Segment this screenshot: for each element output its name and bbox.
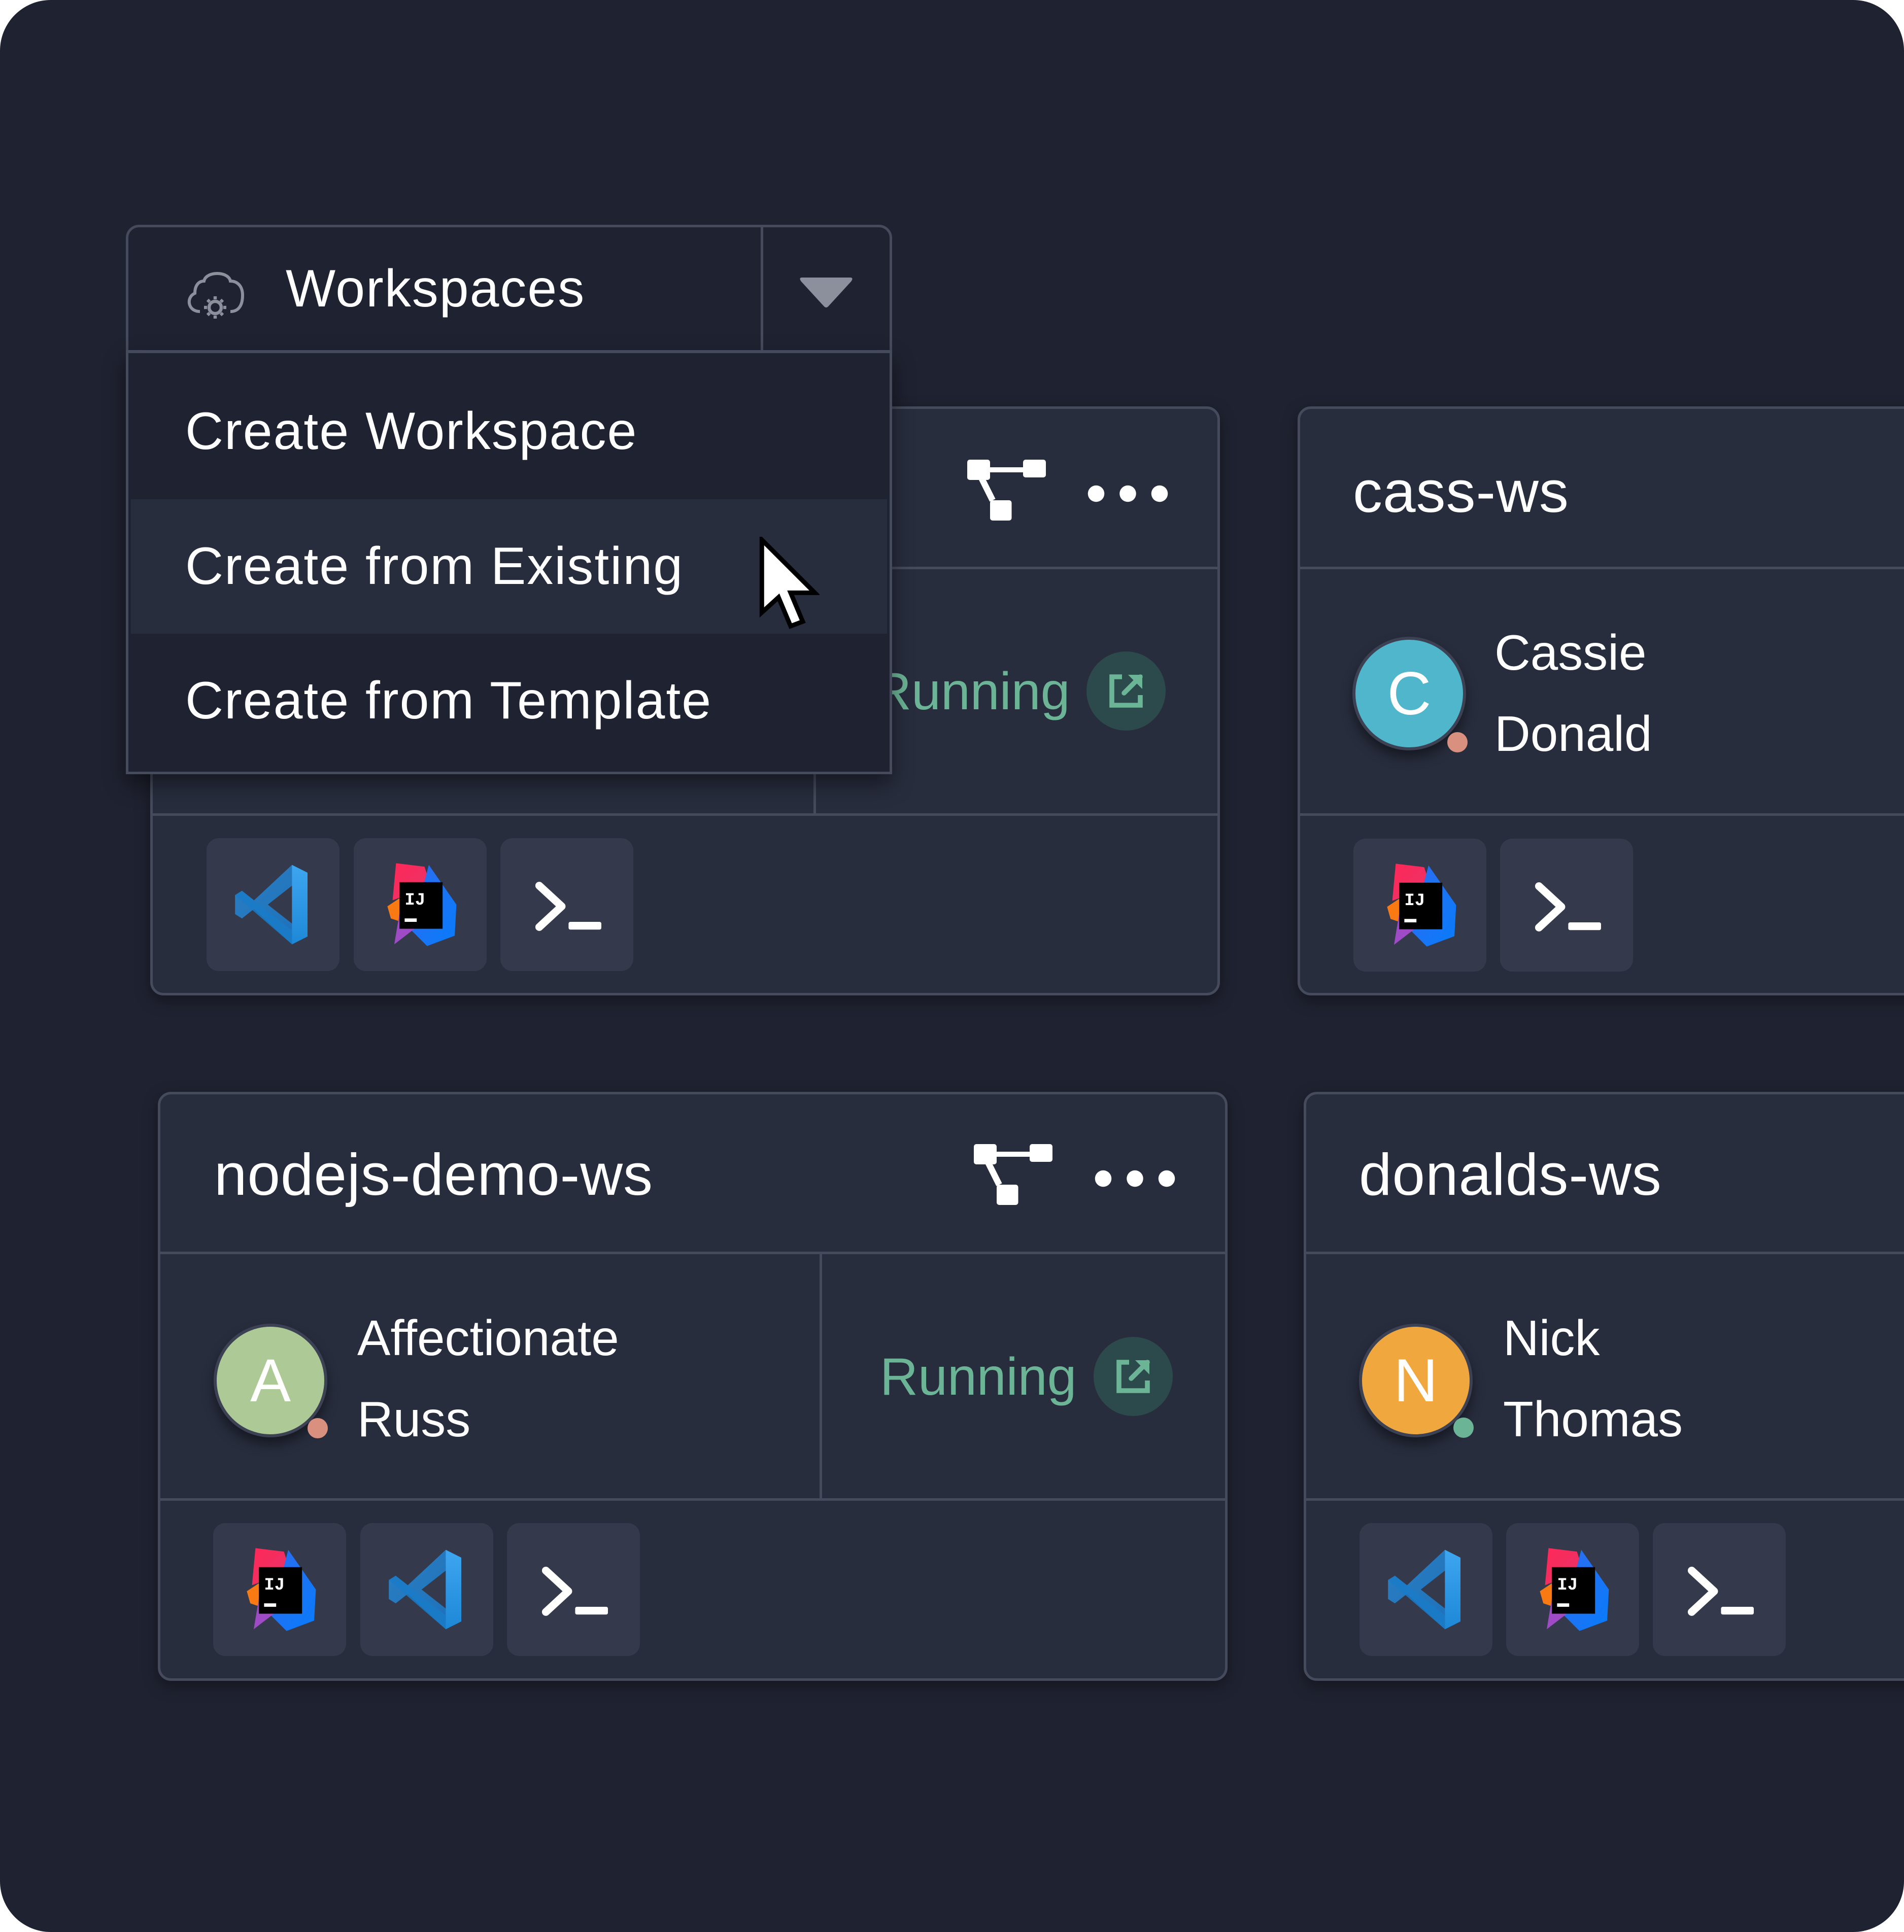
- tool-terminal[interactable]: [1653, 1523, 1786, 1656]
- external-link-icon: [1102, 667, 1150, 715]
- more-options-icon[interactable]: [1086, 484, 1170, 504]
- tool-vscode[interactable]: [1359, 1523, 1492, 1656]
- tool-vscode[interactable]: [207, 838, 339, 971]
- intellij-icon: [377, 861, 463, 948]
- card-divider: [1300, 813, 1904, 816]
- presence-dot: [308, 1418, 328, 1438]
- avatar: C: [1352, 637, 1466, 750]
- open-workspace-button[interactable]: [1086, 651, 1166, 731]
- more-options-icon[interactable]: [1093, 1168, 1177, 1189]
- workspace-title: nodejs-demo-ws: [214, 1142, 654, 1208]
- tool-terminal[interactable]: [507, 1523, 640, 1656]
- card-divider: [160, 1498, 1225, 1501]
- tool-vscode[interactable]: [360, 1523, 493, 1656]
- intellij-icon: [1529, 1546, 1616, 1633]
- intellij-icon: [1377, 862, 1463, 948]
- workspace-title: donalds-ws: [1359, 1142, 1662, 1208]
- avatar-initial: A: [250, 1347, 291, 1414]
- presence-dot: [1447, 732, 1468, 752]
- menu-item-create-from-template[interactable]: Create from Template: [185, 671, 712, 730]
- tool-intellij[interactable]: [354, 838, 487, 971]
- terminal-icon: [1523, 862, 1610, 948]
- status-running: Running: [880, 1348, 1077, 1406]
- menu-item-create-from-existing[interactable]: Create from Existing: [131, 499, 887, 634]
- git-branch-tree-icon[interactable]: [967, 460, 1048, 523]
- menu-item-create-workspace[interactable]: Create Workspace: [185, 402, 638, 461]
- avatar-initial: C: [1387, 660, 1432, 728]
- cloud-gear-icon: [187, 272, 245, 319]
- tool-terminal[interactable]: [500, 838, 633, 971]
- status-running: Running: [873, 662, 1070, 721]
- workspace-card-nodejs-demo-ws[interactable]: nodejs-demo-ws A Affectionate Russ Runni…: [158, 1092, 1228, 1681]
- card-divider: [153, 813, 1217, 816]
- card-divider: [820, 1254, 822, 1501]
- tool-terminal[interactable]: [1500, 839, 1633, 972]
- workspaces-dropdown[interactable]: Workspaces: [126, 225, 892, 353]
- terminal-icon: [530, 1546, 617, 1633]
- tool-intellij[interactable]: [213, 1523, 346, 1656]
- owner-first-name: Nick: [1503, 1310, 1600, 1366]
- dropdown-split-divider: [761, 227, 763, 350]
- owner-first-name: Affectionate: [357, 1310, 619, 1366]
- owner-last-name: Thomas: [1503, 1391, 1683, 1447]
- avatar-initial: N: [1393, 1347, 1438, 1414]
- avatar: N: [1359, 1324, 1473, 1437]
- open-workspace-button[interactable]: [1094, 1337, 1173, 1416]
- caret-down-icon[interactable]: [798, 275, 854, 309]
- owner-last-name: Donald: [1494, 706, 1652, 762]
- dropdown-label: Workspaces: [286, 259, 586, 318]
- card-divider: [1306, 1498, 1904, 1501]
- card-divider: [160, 1252, 1225, 1254]
- terminal-icon: [524, 861, 610, 948]
- workspace-title: cass-ws: [1353, 459, 1569, 525]
- tool-intellij[interactable]: [1506, 1523, 1639, 1656]
- vscode-icon: [230, 861, 316, 948]
- dropdown-menu: Create Workspace Create from Existing Cr…: [126, 350, 892, 774]
- vscode-icon: [1383, 1546, 1469, 1633]
- intellij-icon: [236, 1546, 323, 1633]
- git-branch-tree-icon[interactable]: [974, 1144, 1055, 1208]
- terminal-icon: [1676, 1546, 1762, 1633]
- card-divider: [1300, 567, 1904, 569]
- workspace-card-donalds-ws[interactable]: donalds-ws N Nick Thomas: [1304, 1092, 1904, 1681]
- tool-intellij[interactable]: [1353, 839, 1486, 972]
- external-link-icon: [1109, 1352, 1158, 1401]
- owner-last-name: Russ: [357, 1391, 471, 1447]
- owner-first-name: Cassie: [1494, 625, 1647, 680]
- avatar: A: [214, 1324, 327, 1437]
- vscode-icon: [384, 1546, 470, 1633]
- card-divider: [1306, 1252, 1904, 1254]
- workspace-card-cass-ws[interactable]: cass-ws C Cassie Donald: [1298, 406, 1904, 995]
- presence-dot: [1453, 1418, 1474, 1438]
